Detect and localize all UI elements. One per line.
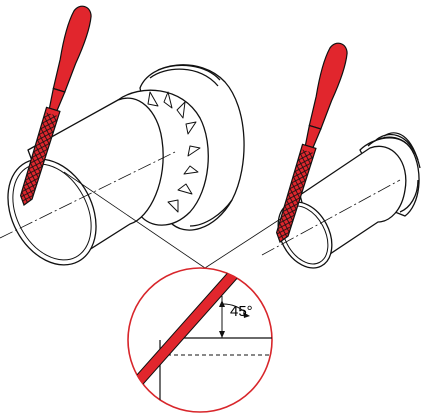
file-tool-right — [275, 42, 348, 243]
angle-label: 45° — [230, 303, 253, 320]
center-lines — [0, 151, 401, 256]
file-tool-left — [19, 5, 92, 206]
magnifier-detail: 45° — [127, 267, 273, 413]
leader-lines — [63, 171, 289, 269]
